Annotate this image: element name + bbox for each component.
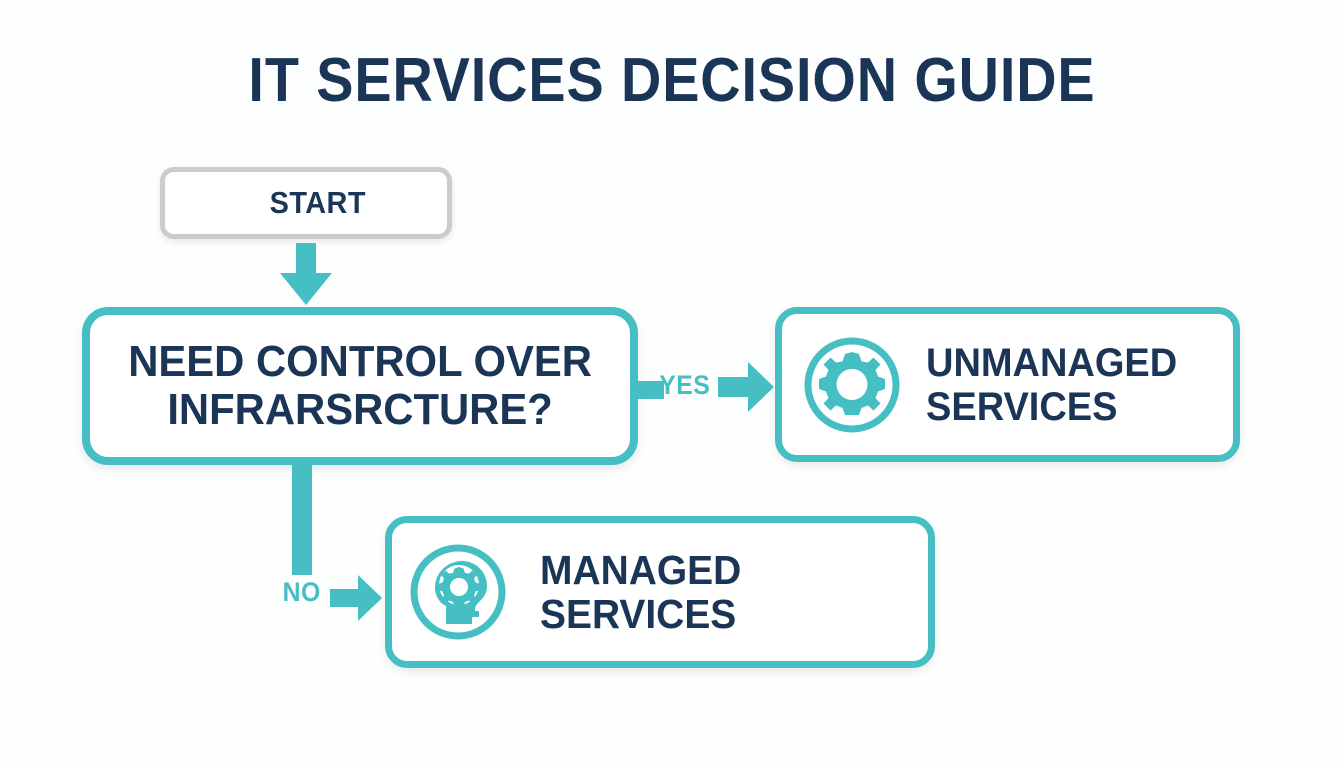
- edge-label-no: NO: [282, 577, 321, 607]
- gear-in-circle-icon: [800, 333, 904, 437]
- connector-yes-arrow: [718, 362, 774, 412]
- node-decision[interactable]: NEED CONTROL OVER INFRARSRCTURE?: [82, 307, 638, 465]
- node-unmanaged-services[interactable]: UNMANAGED SERVICES: [775, 307, 1240, 462]
- node-managed-services-label: MANAGED SERVICES: [540, 547, 742, 637]
- node-managed-services[interactable]: MANAGED SERVICES: [385, 516, 935, 668]
- page-title: IT SERVICES DECISION GUIDE: [248, 46, 1096, 115]
- node-decision-label: NEED CONTROL OVER INFRARSRCTURE?: [128, 337, 592, 434]
- connector-yes-stub: [638, 370, 664, 410]
- head-with-gear-icon: [406, 540, 510, 644]
- connector-start-to-decision: [280, 243, 332, 307]
- node-unmanaged-services-label: UNMANAGED SERVICES: [926, 340, 1178, 429]
- node-start[interactable]: START: [160, 167, 452, 239]
- edge-label-yes: YES: [659, 370, 711, 400]
- node-start-label: START: [269, 185, 367, 220]
- connector-no-line: [292, 465, 312, 575]
- connector-no-arrow: [330, 575, 382, 621]
